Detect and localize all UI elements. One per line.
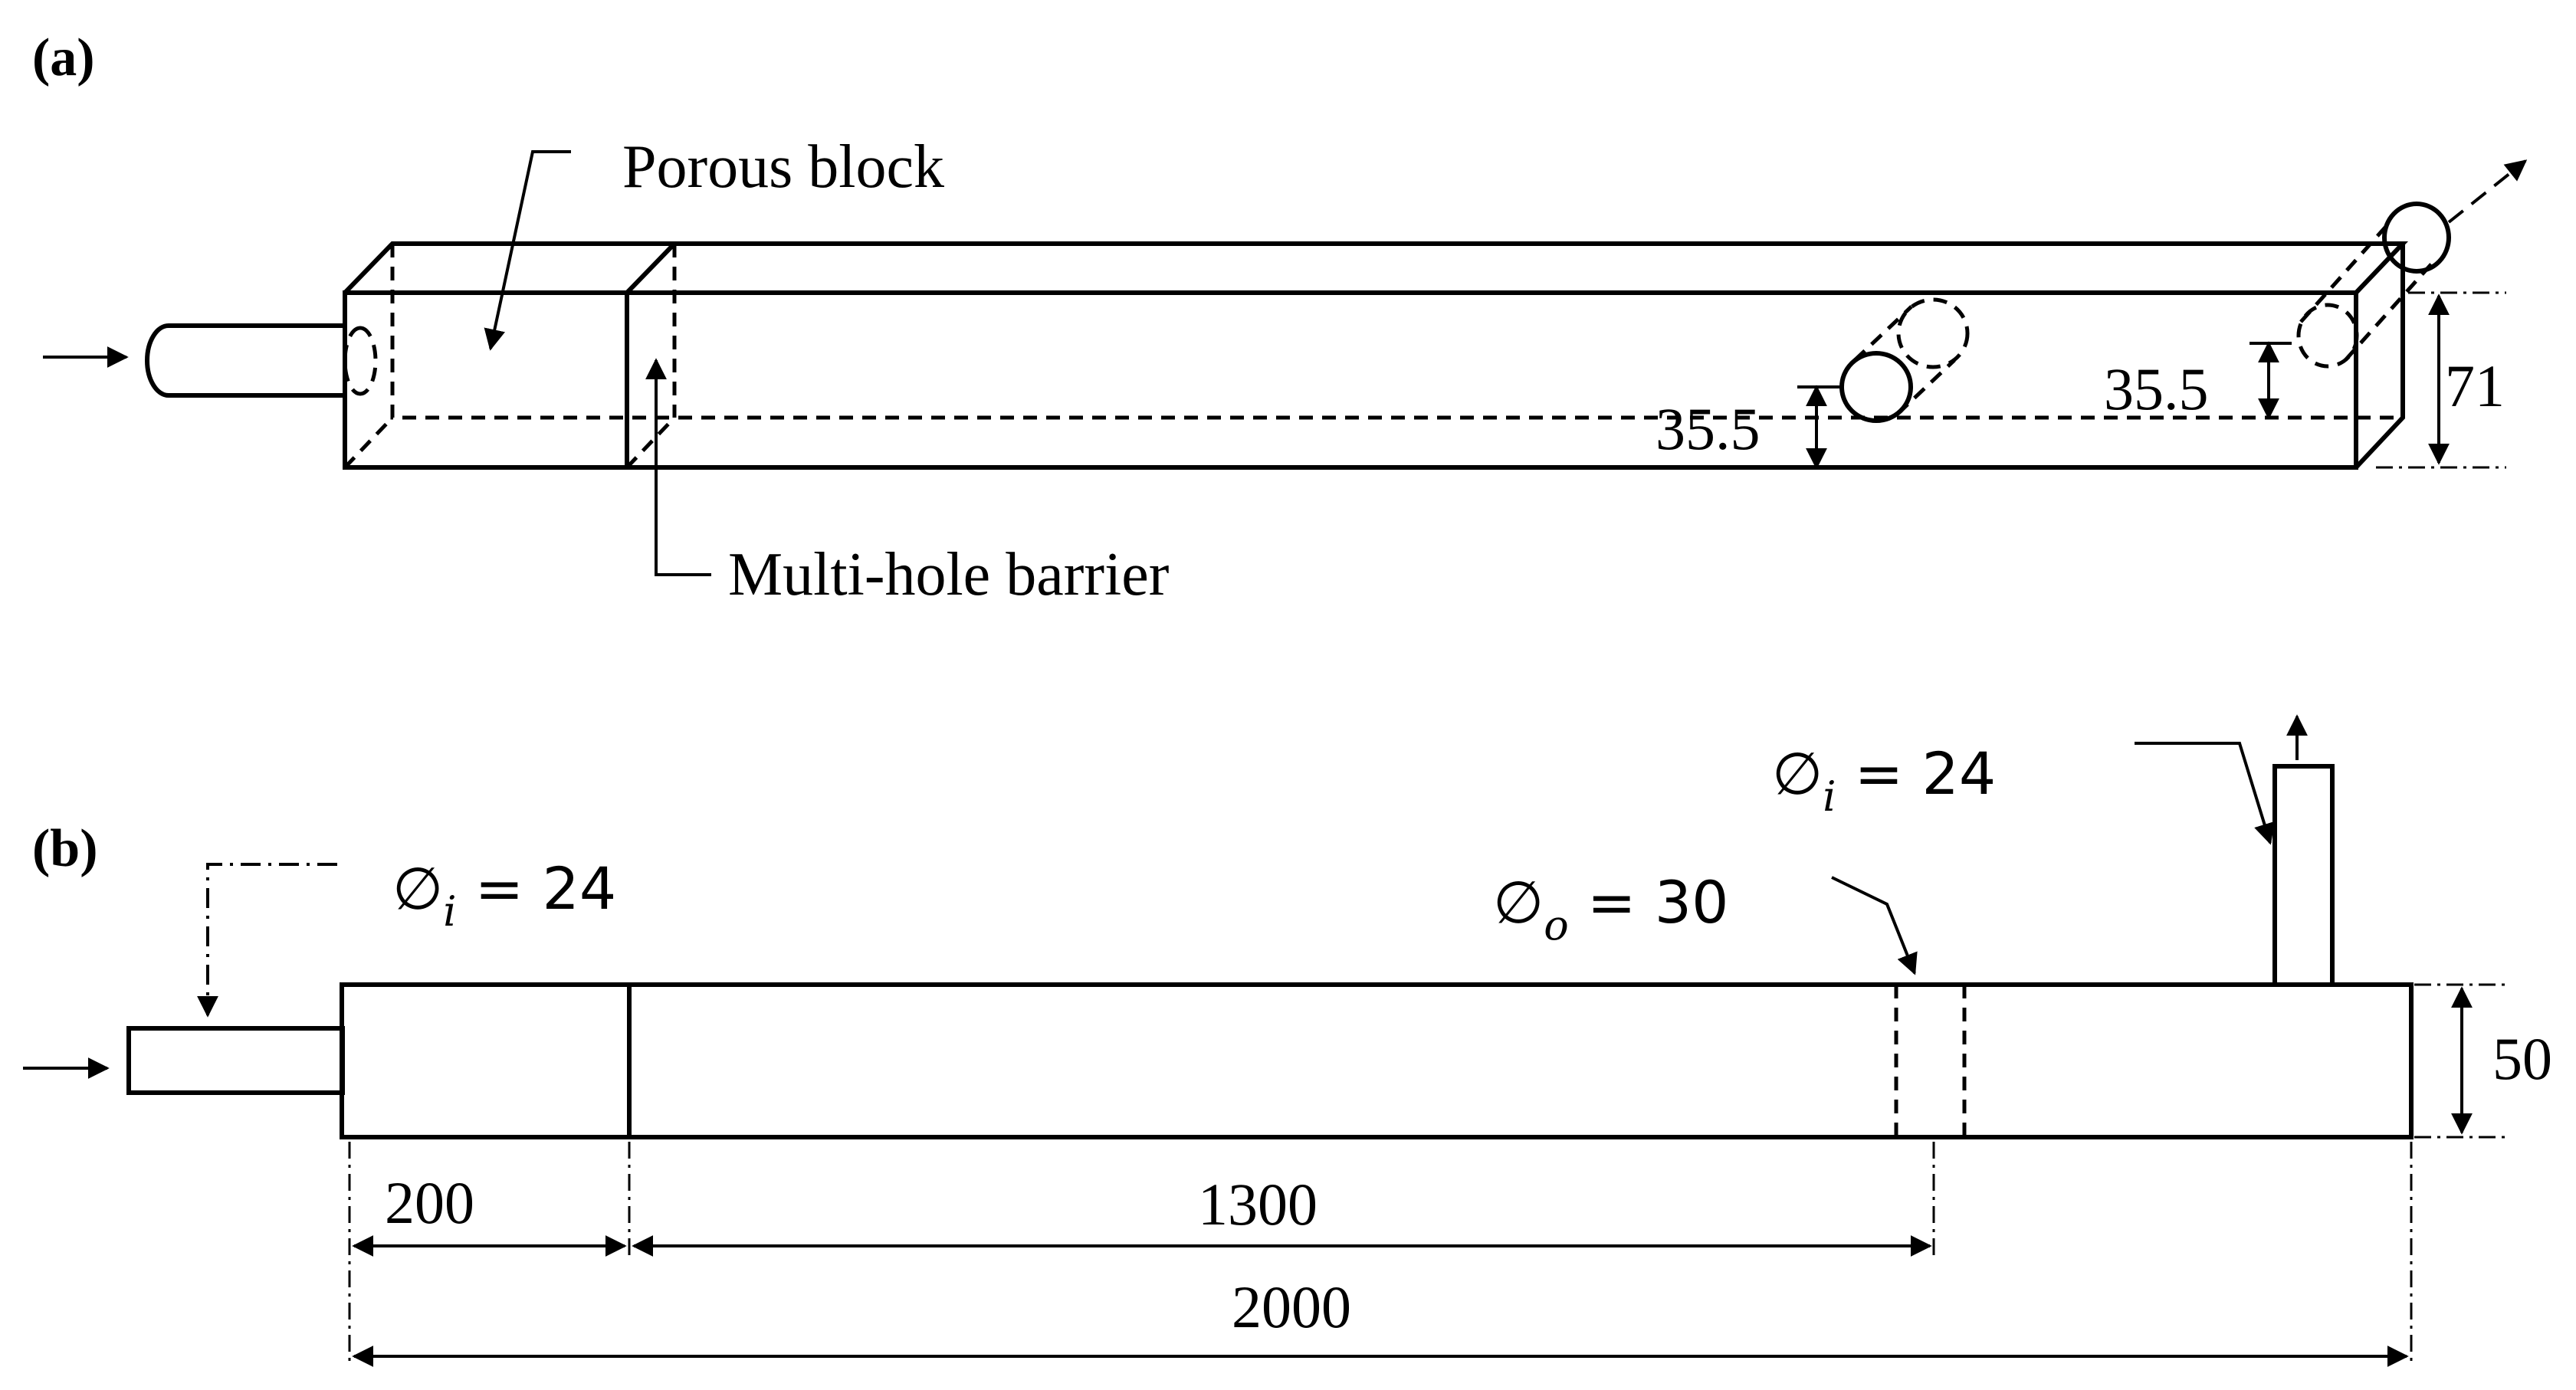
top-outlet-pipe-b xyxy=(2272,714,2335,985)
dim-height-a: 71 xyxy=(2376,291,2506,469)
dim-block-length: 200 xyxy=(352,1169,627,1257)
inlet-pipe xyxy=(145,323,378,398)
side-outlet-hole xyxy=(1839,297,1970,423)
svg-text:50: 50 xyxy=(2492,1025,2552,1092)
svg-text:200: 200 xyxy=(385,1169,474,1236)
panel-b: (b) ∅i = 24 ∅o = 30 ∅i = 24 xyxy=(23,714,2552,1367)
barrier-leader xyxy=(645,358,711,576)
svg-text:1300: 1300 xyxy=(1198,1171,1318,1238)
inlet-pipe-b xyxy=(126,1026,345,1095)
dim-total-length: 2000 xyxy=(352,1274,2409,1367)
inlet-diameter-leader xyxy=(197,863,337,1018)
top-outlet-hole xyxy=(2296,159,2528,369)
side-outlet-b xyxy=(1894,985,1967,1137)
extension-lines xyxy=(348,1142,2413,1362)
panel-a: (a) xyxy=(32,28,2528,608)
panel-b-label: (b) xyxy=(32,819,98,878)
side-outlet-diameter-label: ∅o = 30 xyxy=(1493,868,1728,949)
dim-side-outlet: 35.5 xyxy=(1656,385,1842,470)
svg-text:35.5: 35.5 xyxy=(2104,356,2209,422)
channel-box xyxy=(343,241,2409,470)
dim-top-outlet: 35.5 xyxy=(2104,341,2292,422)
inlet-diameter-label: ∅i = 24 xyxy=(392,854,616,936)
channel-side-view xyxy=(340,982,2414,1139)
dim-height-b: 50 xyxy=(2414,983,2552,1139)
top-outlet-diameter-label: ∅i = 24 xyxy=(1772,739,1996,821)
porous-block-leader xyxy=(484,150,571,351)
porous-block-label: Porous block xyxy=(622,133,944,201)
svg-text:35.5: 35.5 xyxy=(1656,395,1761,462)
dim-outlet-position: 1300 xyxy=(632,1171,1932,1257)
svg-text:71: 71 xyxy=(2445,352,2505,419)
svg-text:2000: 2000 xyxy=(1232,1274,1351,1340)
outlet-flow-arrow xyxy=(2447,159,2528,224)
barrier-label: Multi-hole barrier xyxy=(728,541,1169,608)
side-outlet-leader xyxy=(1831,876,1918,975)
panel-a-label: (a) xyxy=(32,28,95,87)
top-outlet-leader xyxy=(2135,742,2275,845)
